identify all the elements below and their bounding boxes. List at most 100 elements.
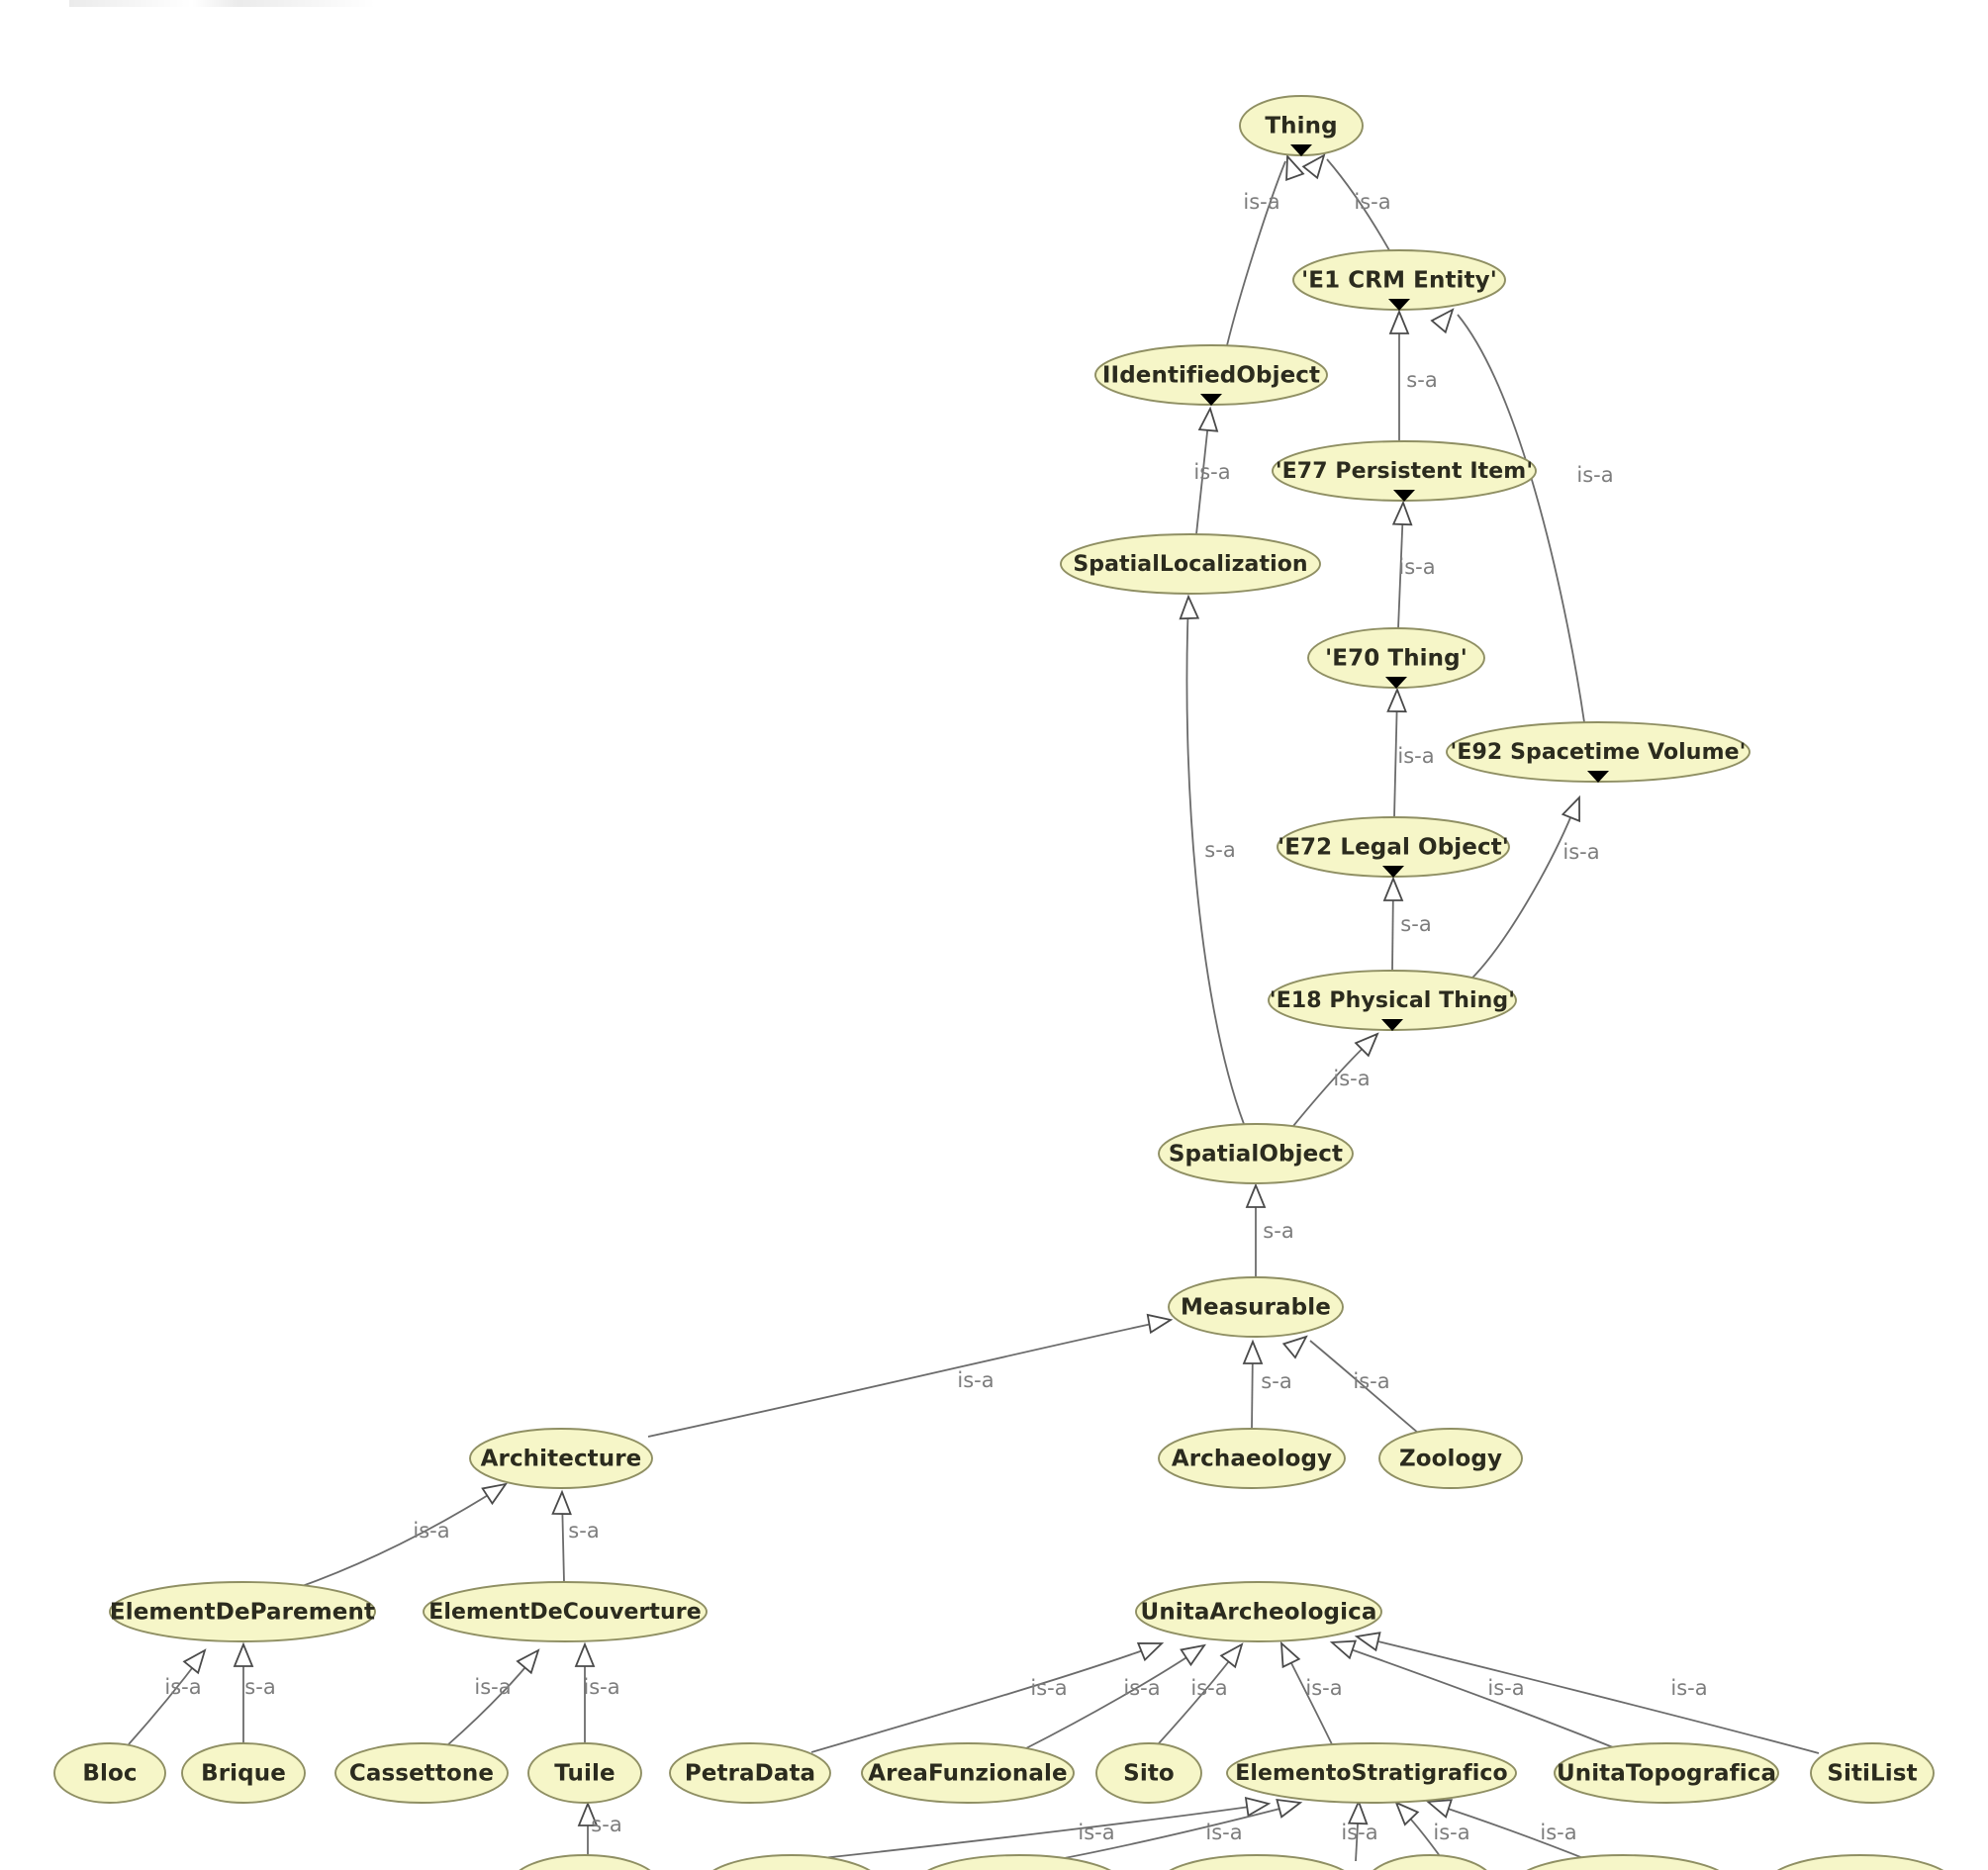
node-e1-crm-entity[interactable]: 'E1 CRM Entity' [1292,249,1506,311]
node-ellipse[interactable] [1158,1123,1354,1184]
node-petradata[interactable]: PetraData [669,1742,831,1804]
node-elementdeparement[interactable]: ElementDeParement [109,1581,376,1642]
edge-e-area-ua [1023,1643,1206,1750]
node-e77-persistent-item[interactable]: 'E77 Persistent Item' [1272,440,1537,502]
edge-label-e-e18-e92: is-a [1562,840,1599,864]
edge-e-cut2-eltstrat [803,1796,1272,1861]
node-ellipse[interactable] [1554,1742,1779,1804]
node-ellipse[interactable] [181,1742,306,1804]
node-ellipse[interactable] [669,1742,831,1804]
cut-off-node-cut-6 [1526,1854,1720,1870]
node-bloc[interactable]: Bloc [53,1742,166,1804]
node-ellipse[interactable] [469,1428,653,1489]
node-label: 'E77 Persistent Item' [1276,459,1533,484]
node-label: SpatialObject [1169,1142,1343,1168]
edge-path [1195,413,1210,535]
node-ellipse [519,1854,651,1870]
node-areafunzionale[interactable]: AreaFunzionale [861,1742,1075,1804]
node-label: SpatialLocalization [1073,552,1307,577]
node-label: ElementoStratigrafico [1235,1761,1508,1786]
node-thing[interactable]: Thing [1239,95,1364,156]
node-e70-thing[interactable]: 'E70 Thing' [1307,627,1485,689]
edge-arrowhead-icon [1136,1641,1165,1662]
node-cassettone[interactable]: Cassettone [334,1742,509,1804]
node-ellipse[interactable] [334,1742,509,1804]
node-ellipse[interactable] [1060,533,1321,595]
node-e72-legal-object[interactable]: 'E72 Legal Object' [1277,816,1510,878]
node-ellipse[interactable] [109,1581,376,1642]
node-spatialobject[interactable]: SpatialObject [1158,1123,1354,1184]
edge-arrowhead-icon [1430,308,1455,334]
edge-arrowhead-icon [1197,406,1219,432]
node-ellipse[interactable] [1226,1742,1517,1804]
node-ellipse[interactable] [423,1581,708,1642]
node-architecture[interactable]: Architecture [469,1428,653,1489]
node-ellipse[interactable] [1095,1742,1202,1804]
edge-label-e-spatloc-iid: is-a [1193,460,1230,484]
node-e92-spacetime-volume[interactable]: 'E92 Spacetime Volume' [1446,721,1751,783]
edge-arrowhead-icon [1391,500,1413,526]
edge-label-e-meas-spatobj: s-a [1263,1219,1293,1243]
edge-arrowhead-icon [182,1648,207,1675]
has-children-triangle-icon [1388,299,1410,311]
node-ellipse[interactable] [1168,1276,1344,1338]
node-ellipse[interactable] [1378,1428,1523,1489]
edge-label-e-cut4-eltstrat: is-a [1341,1821,1377,1844]
edge-label-e-brique-edp: s-a [244,1675,275,1699]
node-ellipse[interactable] [53,1742,166,1804]
node-iidentifiedobject[interactable]: IIdentifiedObject [1094,344,1328,406]
edge-e-cut3-eltstrat [1048,1798,1303,1862]
node-label: PetraData [685,1761,815,1787]
edge-e-cut4-eltstrat [1347,1799,1369,1862]
node-ellipse[interactable] [1158,1428,1346,1489]
edge-label-e-area-ua: is-a [1123,1676,1160,1700]
node-zoology[interactable]: Zoology [1378,1428,1523,1489]
node-ellipse[interactable] [527,1742,642,1804]
edge-arrowhead-icon [1276,1798,1303,1819]
edge-label-e-cut2-eltstrat: is-a [1078,1821,1114,1844]
edge-path [1464,802,1577,986]
node-ellipse[interactable] [861,1742,1075,1804]
edge-label-e-cut3-eltstrat: is-a [1205,1821,1242,1844]
edge-e-zoo-meas [1281,1335,1420,1435]
edge-path [1457,314,1585,723]
node-ellipse[interactable] [1810,1742,1935,1804]
node-elementostratigrafico[interactable]: ElementoStratigrafico [1226,1742,1517,1804]
node-e18-physical-thing[interactable]: 'E18 Physical Thing' [1268,970,1517,1031]
edge-arrowhead-icon [1394,1801,1420,1826]
node-unitaarcheologica[interactable]: UnitaArcheologica [1135,1581,1382,1642]
edge-arrowhead-icon [233,1641,254,1667]
edge-arrowhead-icon [1425,1799,1453,1819]
edge-e-unitatopo-ua [1329,1639,1614,1748]
edge-e-edc-arch [551,1489,572,1583]
has-children-triangle-icon [1381,1019,1403,1031]
node-archaeology[interactable]: Archaeology [1158,1428,1346,1489]
node-ellipse [1373,1854,1487,1870]
edge-e-cut6-eltstrat [1425,1799,1594,1863]
edge-path [1048,1804,1296,1862]
edge-arrowhead-icon [1179,594,1200,620]
node-label: Archaeology [1172,1447,1332,1472]
node-spatiallocalization[interactable]: SpatialLocalization [1060,533,1321,595]
node-label: Zoology [1399,1447,1502,1472]
node-unitatopografica[interactable]: UnitaTopografica [1554,1742,1779,1804]
edge-e-spatobj-e18 [1292,1032,1379,1127]
node-brique[interactable]: Brique [181,1742,306,1804]
edge-e-e18-e92 [1464,795,1581,986]
edge-arrowhead-icon [1386,687,1407,713]
edge-label-e-cut1-tuile: s-a [591,1813,621,1836]
node-measurable[interactable]: Measurable [1168,1276,1344,1338]
edge-label-e-bloc-edp: is-a [164,1675,201,1699]
edge-arrowhead-icon [1242,1339,1264,1364]
node-sito[interactable]: Sito [1095,1742,1202,1804]
edge-label-e-spatobj-spatloc: s-a [1204,838,1235,862]
node-ellipse [1526,1854,1720,1870]
node-sitilist[interactable]: SitiList [1810,1742,1935,1804]
edge-path [446,1654,536,1746]
edge-arrowhead-icon [1281,1335,1308,1359]
node-elementdecouverture[interactable]: ElementDeCouverture [423,1581,708,1642]
edge-e-bloc-edp [128,1648,207,1745]
node-ellipse[interactable] [1135,1581,1382,1642]
node-tuile[interactable]: Tuile [527,1742,642,1804]
